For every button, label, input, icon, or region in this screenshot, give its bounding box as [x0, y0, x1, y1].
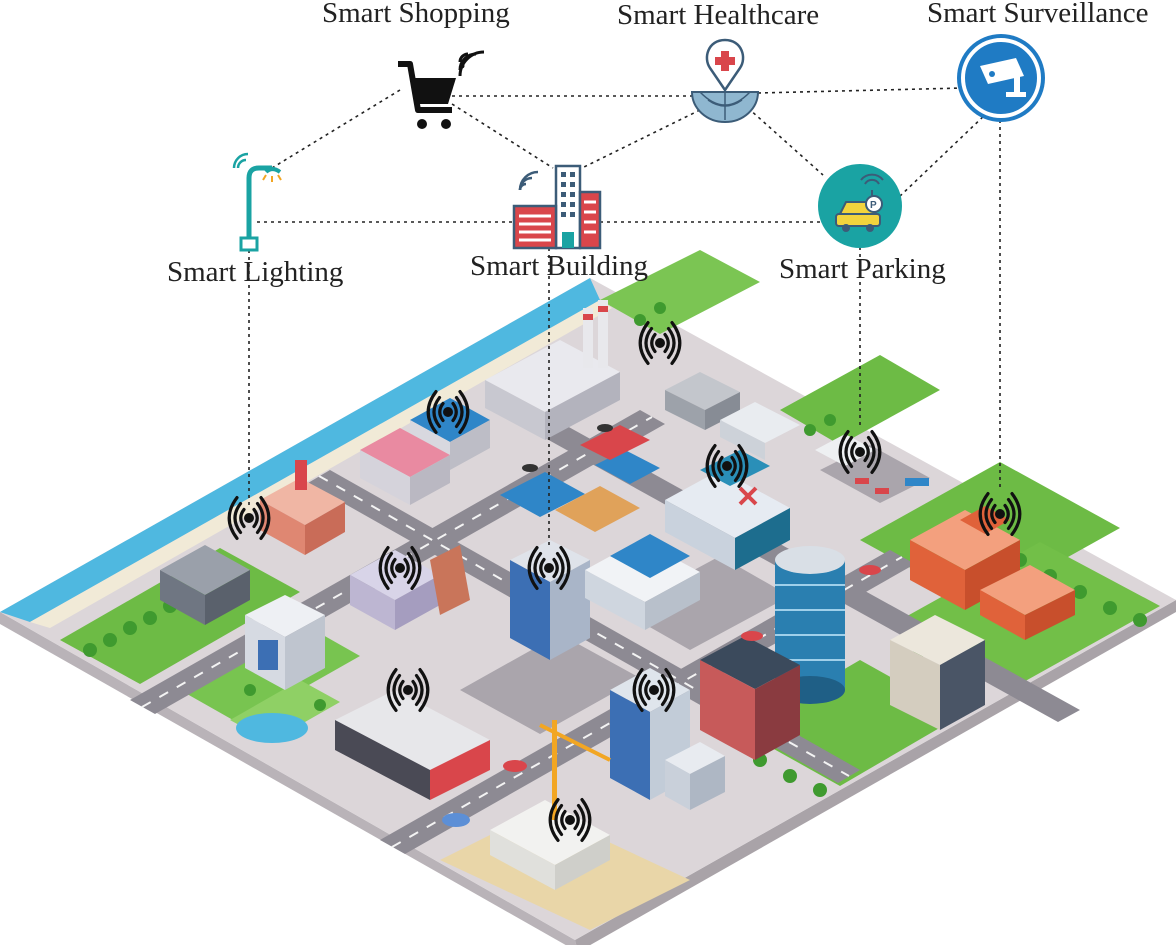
- warehouse-pink: [360, 428, 450, 505]
- warehouse-white: [585, 534, 700, 630]
- label-smart-healthcare: Smart Healthcare: [617, 0, 820, 31]
- label-smart-shopping: Smart Shopping: [322, 0, 510, 29]
- office-building-wifi-icon: [512, 164, 602, 250]
- label-smart-surveillance: Smart Surveillance: [927, 0, 1149, 29]
- hospital-location-pin-icon: [690, 38, 760, 123]
- street-lamp-icon: [232, 152, 282, 252]
- svg-text:P: P: [870, 200, 877, 211]
- construction-site: [440, 720, 690, 930]
- wireless-signal-sensor-icon: [632, 668, 676, 712]
- beach: [30, 300, 612, 628]
- ocean-strip: [0, 278, 600, 622]
- label-smart-parking: Smart Parking: [779, 253, 946, 285]
- wireless-signal-sensor-icon: [527, 546, 571, 590]
- wireless-signal-sensor-icon: [705, 444, 749, 488]
- office-grey-left: [160, 545, 250, 625]
- tower-blue-center: [510, 540, 590, 660]
- brick-office: [700, 636, 800, 760]
- wireless-signal-sensor-icon: [978, 492, 1022, 536]
- orange-building: [910, 506, 1075, 640]
- cars: [442, 424, 881, 827]
- wireless-signal-sensor-icon: [838, 430, 882, 474]
- rooftop-units: [500, 425, 660, 532]
- wireless-signal-sensor-icon: [378, 546, 422, 590]
- hospital-cross-marker: [738, 486, 758, 506]
- heritage-building: [260, 460, 345, 555]
- label-smart-building: Smart Building: [470, 250, 649, 282]
- office-right: [890, 615, 985, 730]
- wireless-signal-sensor-icon: [638, 321, 682, 365]
- pond: [236, 713, 308, 743]
- office-top-right: [665, 372, 800, 460]
- label-smart-lighting: Smart Lighting: [167, 256, 344, 288]
- shopping-cart-wifi-icon: [398, 50, 485, 129]
- shopping-mall: [335, 690, 490, 800]
- wireless-signal-sensor-icon: [227, 496, 271, 540]
- connection-lines: [248, 87, 1001, 545]
- wireless-signal-sensor-icon: [426, 390, 470, 434]
- security-camera-icon: [957, 34, 1045, 122]
- office-white: [245, 595, 325, 690]
- wireless-signal-sensor-icon: [548, 798, 592, 842]
- car-parking-icon: P: [818, 164, 902, 248]
- factory-building: [485, 300, 620, 440]
- wireless-signal-sensor-icon: [386, 668, 430, 712]
- sensor-group: [227, 321, 1022, 842]
